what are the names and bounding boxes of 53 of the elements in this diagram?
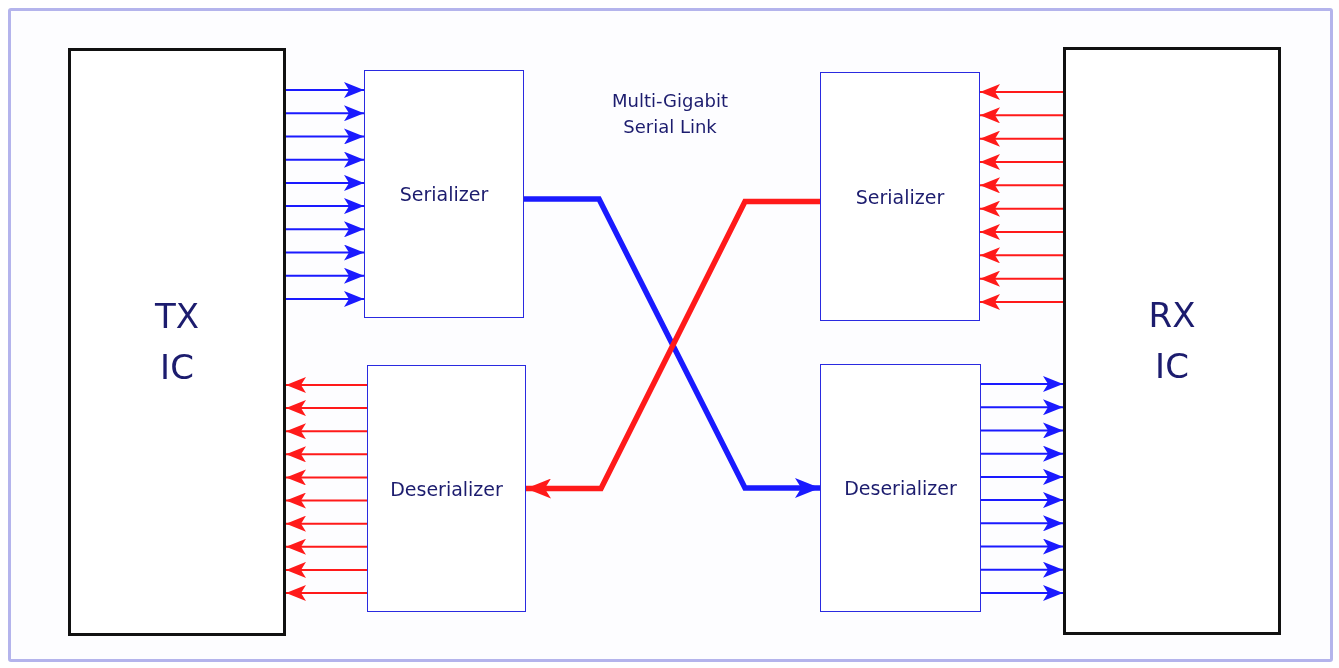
block-label: Serializer: [855, 185, 945, 208]
arrow: [980, 445, 1064, 462]
arrow: [980, 422, 1064, 439]
arrow: [285, 538, 368, 555]
arrow: [980, 585, 1064, 601]
chip-box: [1063, 47, 1281, 635]
arrow: [980, 538, 1064, 555]
arrow: [285, 267, 365, 284]
arrow: [980, 376, 1064, 392]
block-label: Serializer: [399, 183, 489, 205]
arrow: [285, 585, 368, 601]
arrow: [979, 154, 1064, 170]
block-box: [367, 365, 526, 612]
arrow: [285, 561, 368, 578]
arrow: [285, 174, 365, 191]
arrow: [979, 107, 1064, 124]
arrow: [980, 468, 1064, 485]
chip-label: RX IC: [1147, 294, 1197, 388]
arrow: [285, 82, 365, 98]
arrow: [285, 291, 365, 307]
link-label: Multi-Gigabit Serial Link: [610, 89, 729, 140]
arrow: [285, 244, 365, 261]
arrow: [285, 151, 365, 168]
arrow: [285, 221, 365, 238]
arrow: [979, 200, 1064, 217]
arrow: [979, 294, 1064, 310]
chip-label: TX IC: [153, 295, 201, 389]
arrow: [285, 105, 365, 122]
arrow: [285, 423, 368, 440]
arrow: [979, 224, 1064, 240]
block-label: Deserializer: [844, 477, 957, 499]
arrow: [979, 84, 1064, 100]
arrow: [285, 515, 368, 532]
arrow: [285, 469, 368, 486]
arrow: [285, 198, 365, 215]
arrow: [285, 446, 368, 463]
arrow: [285, 400, 368, 417]
block-box: [820, 72, 980, 321]
arrow: [979, 130, 1064, 147]
arrow: [980, 492, 1064, 509]
block-label: Deserializer: [390, 477, 503, 500]
arrow: [980, 399, 1064, 416]
arrow: [285, 377, 368, 393]
block-box: [364, 70, 524, 318]
arrow: [979, 177, 1064, 194]
arrow: [980, 515, 1064, 532]
block-box: [820, 364, 981, 612]
arrow: [979, 247, 1064, 264]
arrow: [980, 561, 1064, 578]
arrow: [285, 492, 368, 509]
chip-box: [68, 48, 286, 636]
arrow: [979, 270, 1064, 287]
arrow: [285, 128, 365, 145]
